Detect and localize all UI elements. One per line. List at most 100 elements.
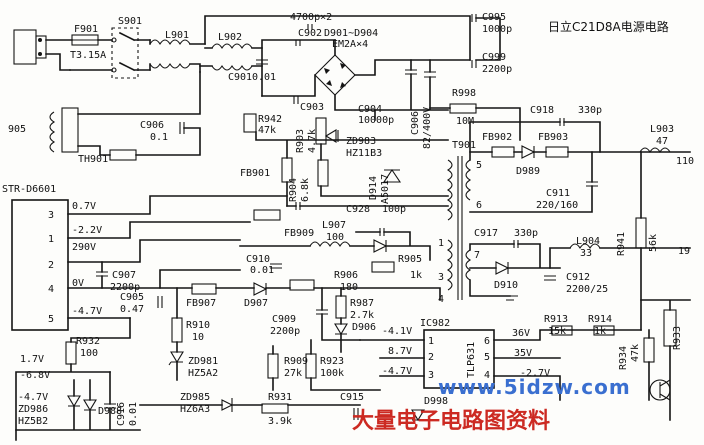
bridge-rectifier (314, 54, 356, 96)
c909-label: C909 (272, 314, 296, 325)
c917-value: 330p (514, 228, 538, 239)
bead-fb909 (253, 209, 281, 221)
r923-value: 100k (320, 368, 344, 379)
res-r914 (593, 325, 615, 336)
switch-s901 (69, 31, 151, 72)
l904-value: 33 (580, 248, 592, 259)
ac-plug (13, 29, 47, 65)
c928-value: 100p (382, 204, 406, 215)
diode-d914 (382, 169, 402, 183)
c918-label: C918 (530, 105, 554, 116)
bead-fb902 (491, 146, 515, 158)
c915-label: C915 (340, 392, 364, 403)
c909-value: 2200p (270, 326, 300, 337)
l903-label: L903 (650, 124, 674, 135)
c999-label: C999 (482, 52, 506, 63)
r914-value: 1k (594, 326, 606, 337)
l901-wires (149, 39, 206, 73)
s901-label: S901 (118, 16, 142, 27)
rail-19 (549, 247, 691, 269)
diode-d910 (495, 261, 510, 275)
c903-label: C903 (300, 102, 324, 113)
ic982-v6: 36V (512, 328, 530, 339)
d901-value: EM2A×4 (332, 39, 368, 50)
r998-label: R998 (452, 88, 476, 99)
c910-value: 0.01 (250, 265, 274, 276)
l902-label: L902 (218, 32, 242, 43)
cap-top (307, 24, 313, 30)
res-r931 (261, 403, 289, 414)
degauss-wires (77, 71, 201, 156)
watermark-cn: 大量电子电路图资料 (352, 408, 550, 434)
d901-label: D901~D904 (324, 28, 378, 39)
ic982-pin2: 2 (428, 352, 434, 363)
cap-c905 (157, 296, 163, 308)
c909-wires (321, 287, 361, 341)
c916-label: C916 (116, 402, 127, 426)
ic982-part: TLP631 (466, 342, 477, 378)
r941-value: 56k (648, 234, 659, 252)
r932-value: 100 (80, 348, 98, 359)
cap-c903 (293, 96, 299, 104)
c999-value: 2200p (482, 64, 512, 75)
zd985-label: ZD985 (180, 392, 210, 403)
thermistor-th901 (109, 149, 137, 161)
r923-label: R923 (320, 356, 344, 367)
c917-label: C917 (474, 228, 498, 239)
c901-value: 0.01 (252, 72, 276, 83)
t901-label: T901 (452, 140, 476, 151)
ic-v-pin3: 0.7V (72, 201, 96, 212)
d989-label: D989 (516, 166, 540, 177)
fuse-f901 (71, 34, 99, 46)
ic-pin-2: 2 (48, 260, 54, 271)
l907-wires (239, 231, 431, 261)
t901-pin4: 4 (438, 294, 444, 305)
r998-value: 10M (456, 116, 474, 127)
r904-value: 6.8k (300, 178, 311, 202)
r942-label: R942 (258, 114, 282, 125)
res-r941 (635, 217, 647, 249)
c911-label: C911 (546, 188, 570, 199)
c995-wire (475, 17, 501, 61)
r934-value: 47k (630, 344, 641, 362)
t901-aux (446, 239, 453, 291)
cap-c902 (295, 40, 301, 46)
bead-fb907 (191, 283, 217, 295)
res-r934 (643, 337, 655, 363)
r910-value: 10 (192, 332, 204, 343)
out-110-label: 110 (676, 156, 694, 167)
ic982-optocoupler (423, 329, 495, 389)
c901-wires (261, 39, 336, 97)
diode-d998 (411, 409, 425, 422)
bridge-neg (334, 94, 376, 121)
r987-value: 2.7k (350, 310, 374, 321)
t901-pin7: 7 (474, 250, 480, 261)
t901-pin6: 6 (476, 200, 482, 211)
diode-d988 (83, 399, 97, 412)
watermark-url: www.5idzw.com (438, 375, 631, 399)
top-rail (204, 15, 471, 61)
ic-v-pin1: -2.2V (72, 225, 102, 236)
res-r998 (449, 103, 477, 114)
t901-core (457, 156, 463, 300)
d907-label: D907 (244, 298, 268, 309)
zd986-value: HZ5B2 (18, 416, 48, 427)
c918-wires (469, 121, 601, 161)
f901-label: F901 (74, 24, 98, 35)
res-r913 (551, 325, 573, 336)
d998-label: D998 (424, 396, 448, 407)
l903-value: 47 (656, 136, 668, 147)
c901-label: C901 (228, 72, 252, 83)
ic-str-d6601 (11, 199, 69, 331)
ic-pin-4: 4 (48, 284, 54, 295)
c910-label: C910 (246, 254, 270, 265)
t901-pin3: 3 (438, 272, 444, 283)
ic982-pin1: 1 (428, 336, 434, 347)
zd983-label: ZD983 (346, 136, 376, 147)
r913-label: R913 (544, 314, 568, 325)
c906b-label: C906 (140, 120, 164, 131)
ic982-v1: -4.1V (382, 326, 412, 337)
r906-label: R906 (334, 270, 358, 281)
c904-label: C904 (358, 104, 382, 115)
res-r906 (289, 279, 315, 291)
